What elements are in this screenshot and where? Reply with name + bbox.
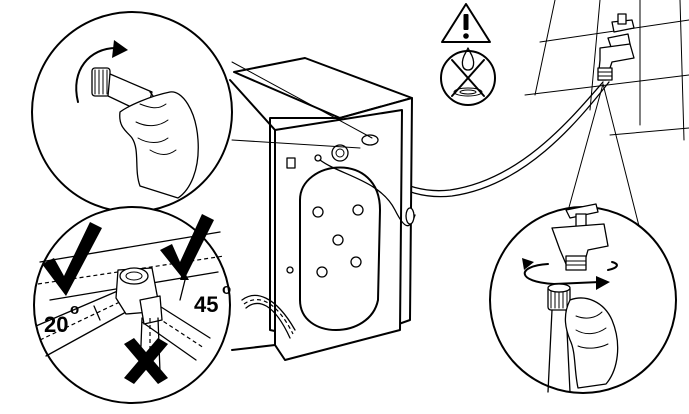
detail-circle-tap bbox=[490, 204, 676, 393]
wall-tap bbox=[598, 14, 634, 80]
warning-triangle-icon bbox=[442, 4, 490, 42]
angle-label-45: 45 bbox=[194, 292, 218, 317]
degree-symbol-20: o bbox=[70, 301, 79, 318]
no-leak-icon bbox=[441, 48, 495, 105]
angle-label-20: 20 bbox=[44, 312, 68, 337]
washing-machine bbox=[230, 58, 415, 360]
detail-circle-tighten bbox=[32, 12, 232, 212]
detail-circle-angle: 20 o 45 o bbox=[34, 207, 231, 403]
degree-symbol-45: o bbox=[222, 281, 231, 298]
